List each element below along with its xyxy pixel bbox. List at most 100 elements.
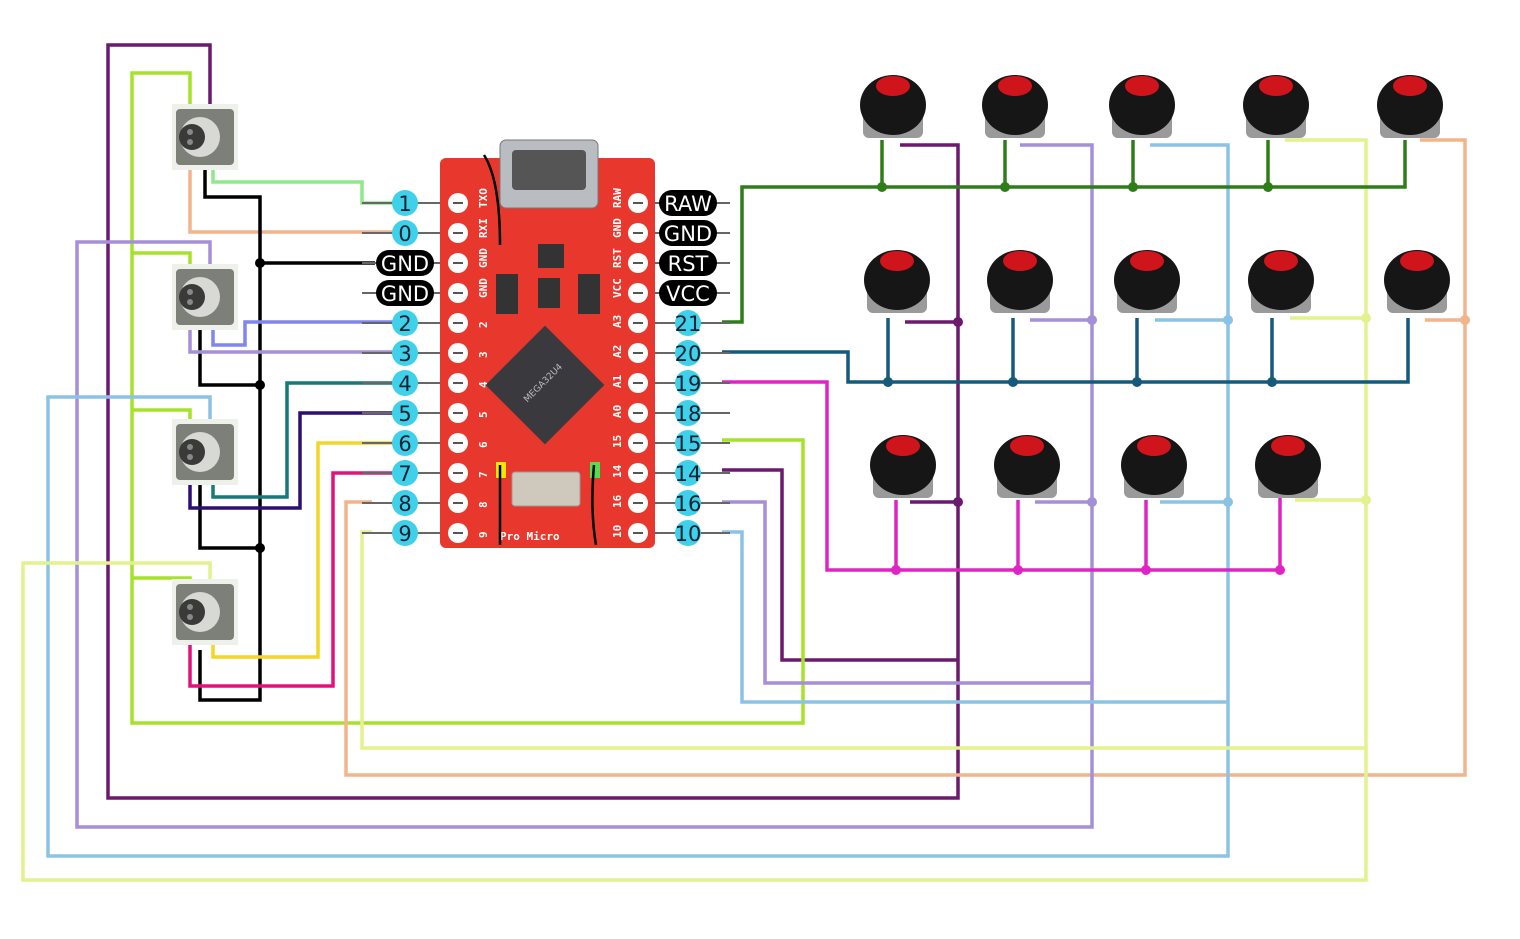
silk-right: RAW [611, 188, 624, 208]
wire-lavender-pin16 [722, 500, 1092, 685]
button-body [982, 75, 1048, 135]
push-button [982, 75, 1048, 138]
pin-label-10: 10 [675, 522, 702, 546]
button-cap [1259, 76, 1293, 96]
junction-dot [953, 317, 963, 327]
push-button [864, 250, 930, 313]
pin-label-4: 4 [398, 372, 411, 396]
pin-number-badge [675, 430, 701, 456]
pin-number-badge [675, 490, 701, 516]
power-pin-badge [659, 250, 717, 276]
junction-dot [1275, 565, 1285, 575]
wire-paleyellow-pin9 [360, 530, 1366, 750]
silk-left: 8 [477, 501, 490, 508]
silk-right: A2 [611, 345, 624, 358]
encoder-dot [187, 289, 193, 295]
pin-label-16: 16 [675, 492, 702, 516]
push-button [1114, 250, 1180, 313]
encoder-dot [187, 604, 193, 610]
rotary-encoder [172, 264, 238, 330]
silk-left: 9 [477, 531, 490, 538]
button-body [1248, 250, 1314, 310]
junction-dot [1087, 497, 1097, 507]
power-pin-badge [376, 250, 434, 276]
pin-label-19: 19 [675, 372, 702, 396]
capacitor [578, 274, 600, 314]
push-button [1248, 250, 1314, 313]
junction-dot [953, 497, 963, 507]
wire-ground [198, 170, 262, 702]
junction-dot [1361, 313, 1371, 323]
pin-label-15: 15 [675, 432, 702, 456]
pin-number-badge [392, 490, 418, 516]
capacitor [496, 274, 518, 314]
pin-number-badge [392, 340, 418, 366]
junction-dot [1223, 497, 1233, 507]
button-cap [1400, 251, 1434, 271]
pin-label-9: 9 [398, 522, 411, 546]
wire-ground-enc2 [198, 330, 260, 387]
pin-number-badge [675, 400, 701, 426]
button-cap [876, 76, 910, 96]
junction-dot [1128, 182, 1138, 192]
encoder-shaft [179, 439, 205, 465]
pin-label-7: 7 [398, 462, 411, 486]
arrow-led [482, 154, 502, 246]
button-body [994, 435, 1060, 495]
wire-navyteal-pin20 [722, 318, 1410, 384]
wire-peach-enc1 [188, 170, 395, 234]
pin-label-1: 1 [398, 192, 411, 216]
push-button [1377, 75, 1443, 138]
usb-port [512, 150, 586, 190]
encoder-dot [187, 299, 193, 305]
silk-right: VCC [611, 278, 624, 298]
junction-dot [255, 380, 265, 390]
wires [21, 43, 1467, 882]
wire-lavender-pin3 [188, 330, 395, 354]
junction-dot [1132, 377, 1142, 387]
silk-left: 7 [477, 471, 490, 478]
push-button [1121, 435, 1187, 498]
wire-ground-enc3 [198, 485, 260, 550]
power-pin-badge [376, 280, 434, 306]
pin-number-badge [675, 370, 701, 396]
silk-right: A0 [611, 405, 624, 418]
silk-left: 2 [477, 321, 490, 328]
encoder-shaft [179, 284, 205, 310]
junction-dot [891, 565, 901, 575]
pin-number-badge [675, 520, 701, 546]
encoder-dot [187, 139, 193, 145]
led-green [590, 462, 600, 478]
junction-dot [1141, 565, 1151, 575]
rotary-encoder [172, 579, 238, 645]
button-cap [1271, 436, 1305, 456]
pin-number-badge [392, 190, 418, 216]
wire-lightblue-pin10 [722, 530, 1228, 704]
junction-dot [1013, 565, 1023, 575]
encoder-shaft [179, 124, 205, 150]
silk-right: A3 [611, 315, 624, 328]
silk-right: 16 [611, 494, 624, 508]
pin-label-vcc: VCC [666, 282, 710, 306]
wire-violet-pin2 [211, 320, 395, 347]
crystal [511, 471, 581, 507]
push-button [860, 75, 926, 138]
button-cap [998, 76, 1032, 96]
pin-label-0: 0 [398, 222, 411, 246]
wire-yellow-pin6 [211, 441, 395, 659]
push-button [1243, 75, 1309, 138]
pin-number-badge [392, 310, 418, 336]
pin-label-3: 3 [398, 342, 411, 366]
pin-label-gnd: GND [381, 282, 429, 306]
button-body [987, 250, 1053, 310]
button-body [1114, 250, 1180, 310]
wire-yellowgreen [130, 71, 805, 725]
pin-number-badge [392, 460, 418, 486]
button-cap [1264, 251, 1298, 271]
silk-left: 6 [477, 441, 490, 448]
junction-dot [1087, 315, 1097, 325]
button-body [1243, 75, 1309, 135]
pin-label-6: 6 [398, 432, 411, 456]
pin-label-5: 5 [398, 402, 411, 426]
wire-purple-pin14 [722, 468, 958, 662]
